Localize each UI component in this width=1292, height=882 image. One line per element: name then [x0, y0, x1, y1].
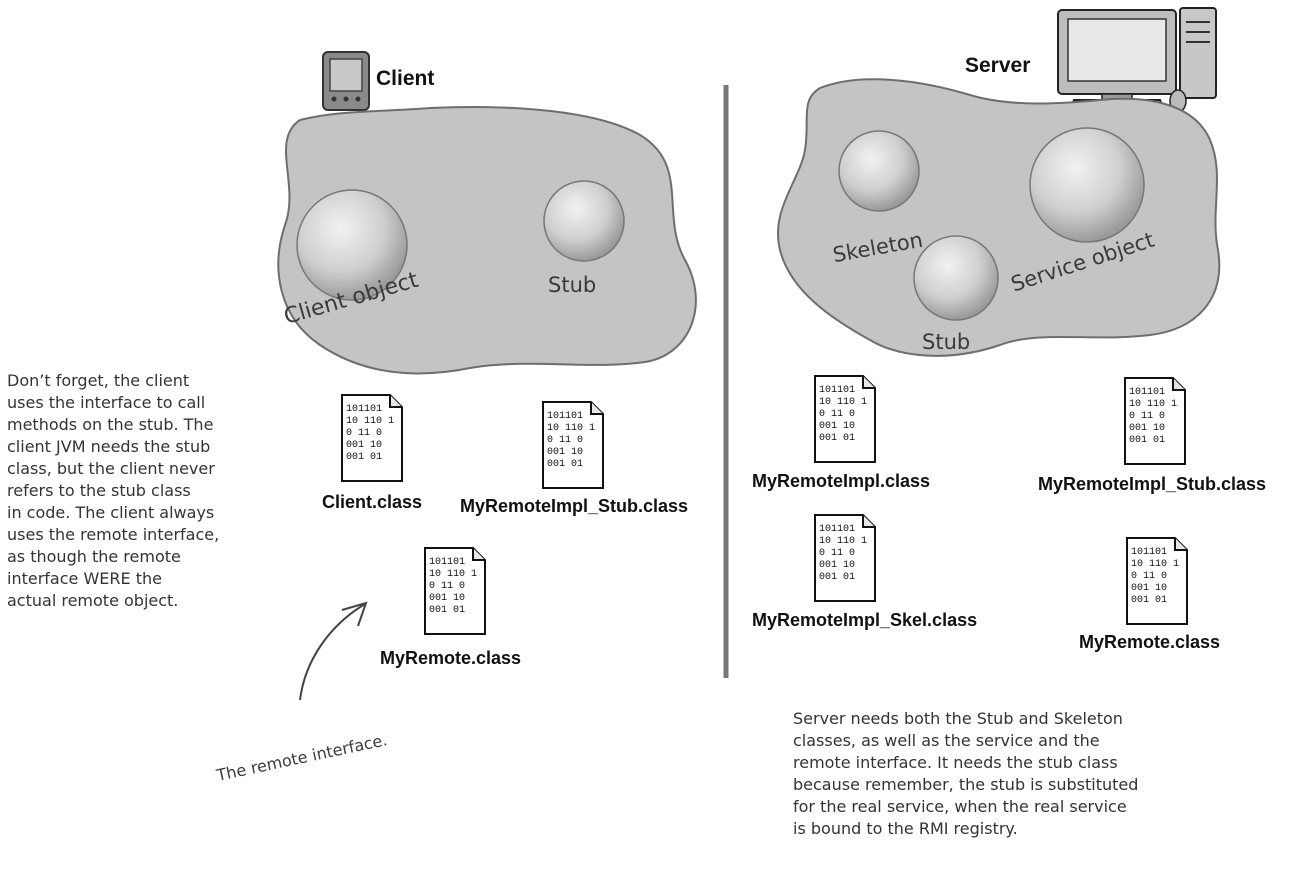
server-impl-class-label: MyRemoteImpl.class — [752, 471, 930, 491]
bytecode-line: 101101 — [346, 404, 382, 415]
bytecode-line: 10 110 1 — [346, 416, 394, 427]
server-stub-sphere — [913, 235, 999, 321]
server-remote-class-label: MyRemote.class — [1079, 632, 1220, 652]
bytecode-line: 0 11 0 — [346, 428, 382, 439]
bytecode-line: 10 110 1 — [819, 397, 867, 408]
annotation-arrow — [299, 603, 366, 701]
client-device-icon — [322, 51, 370, 111]
bytecode-line: 001 10 — [1129, 423, 1165, 434]
bytecode-line: 001 10 — [1131, 583, 1167, 594]
server-title: Server — [965, 54, 1030, 77]
bytecode-line: 001 01 — [1131, 595, 1167, 606]
bytecode-line: 001 10 — [819, 560, 855, 571]
bytecode-line: 001 01 — [819, 433, 855, 444]
bytecode-line: 10 110 1 — [1129, 399, 1177, 410]
service-object-sphere — [1029, 127, 1145, 243]
bytecode-line: 001 01 — [429, 605, 465, 616]
bytecode-line: 101101 — [1131, 547, 1167, 558]
server-note: Server needs both the Stub and Skeleton … — [793, 709, 1139, 838]
bytecode-line: 10 110 1 — [429, 569, 477, 580]
bytecode-line: 0 11 0 — [1131, 571, 1167, 582]
bytecode-line: 0 11 0 — [547, 435, 583, 446]
remote-interface-annotation: The remote interface. — [214, 730, 389, 785]
bytecode-line: 0 11 0 — [429, 581, 465, 592]
bytecode-line: 101101 — [819, 524, 855, 535]
bytecode-line: 001 10 — [819, 421, 855, 432]
bytecode-line: 101101 — [819, 385, 855, 396]
client-heap — [277, 106, 697, 375]
arrow-head-icon — [341, 601, 368, 627]
bytecode-line: 10 110 1 — [1131, 559, 1179, 570]
server-stub-label: Stub — [922, 330, 970, 354]
bytecode-line: 001 10 — [346, 440, 382, 451]
client-stub-class-label: MyRemoteImpl_Stub.class — [460, 496, 688, 516]
bytecode-line: 001 01 — [819, 572, 855, 583]
bytecode-line: 001 10 — [429, 593, 465, 604]
bytecode-line: 101101 — [1129, 387, 1165, 398]
bytecode-line: 001 01 — [547, 459, 583, 470]
bytecode-line: 10 110 1 — [819, 536, 867, 547]
client-stub-sphere — [543, 180, 625, 262]
server-skel-class-label: MyRemoteImpl_Skel.class — [752, 610, 977, 630]
server-stub-class-label: MyRemoteImpl_Stub.class — [1038, 474, 1266, 494]
bytecode-line: 0 11 0 — [819, 548, 855, 559]
bytecode-line: 001 01 — [346, 452, 382, 463]
skeleton-sphere — [838, 130, 920, 212]
bytecode-line: 101101 — [547, 411, 583, 422]
client-stub-label: Stub — [548, 273, 596, 297]
bytecode-line: 0 11 0 — [819, 409, 855, 420]
bytecode-line: 001 10 — [547, 447, 583, 458]
bytecode-line: 10 110 1 — [547, 423, 595, 434]
bytecode-line: 101101 — [429, 557, 465, 568]
server-heap — [777, 78, 1221, 357]
client-note: Don’t forget, the client uses the interf… — [7, 371, 220, 610]
client-title: Client — [376, 67, 434, 90]
client-object-sphere — [296, 189, 408, 301]
bytecode-line: 001 01 — [1129, 435, 1165, 446]
bytecode-line: 0 11 0 — [1129, 411, 1165, 422]
client-remote-class-label: MyRemote.class — [380, 648, 521, 668]
client-class-label: Client.class — [322, 492, 422, 512]
